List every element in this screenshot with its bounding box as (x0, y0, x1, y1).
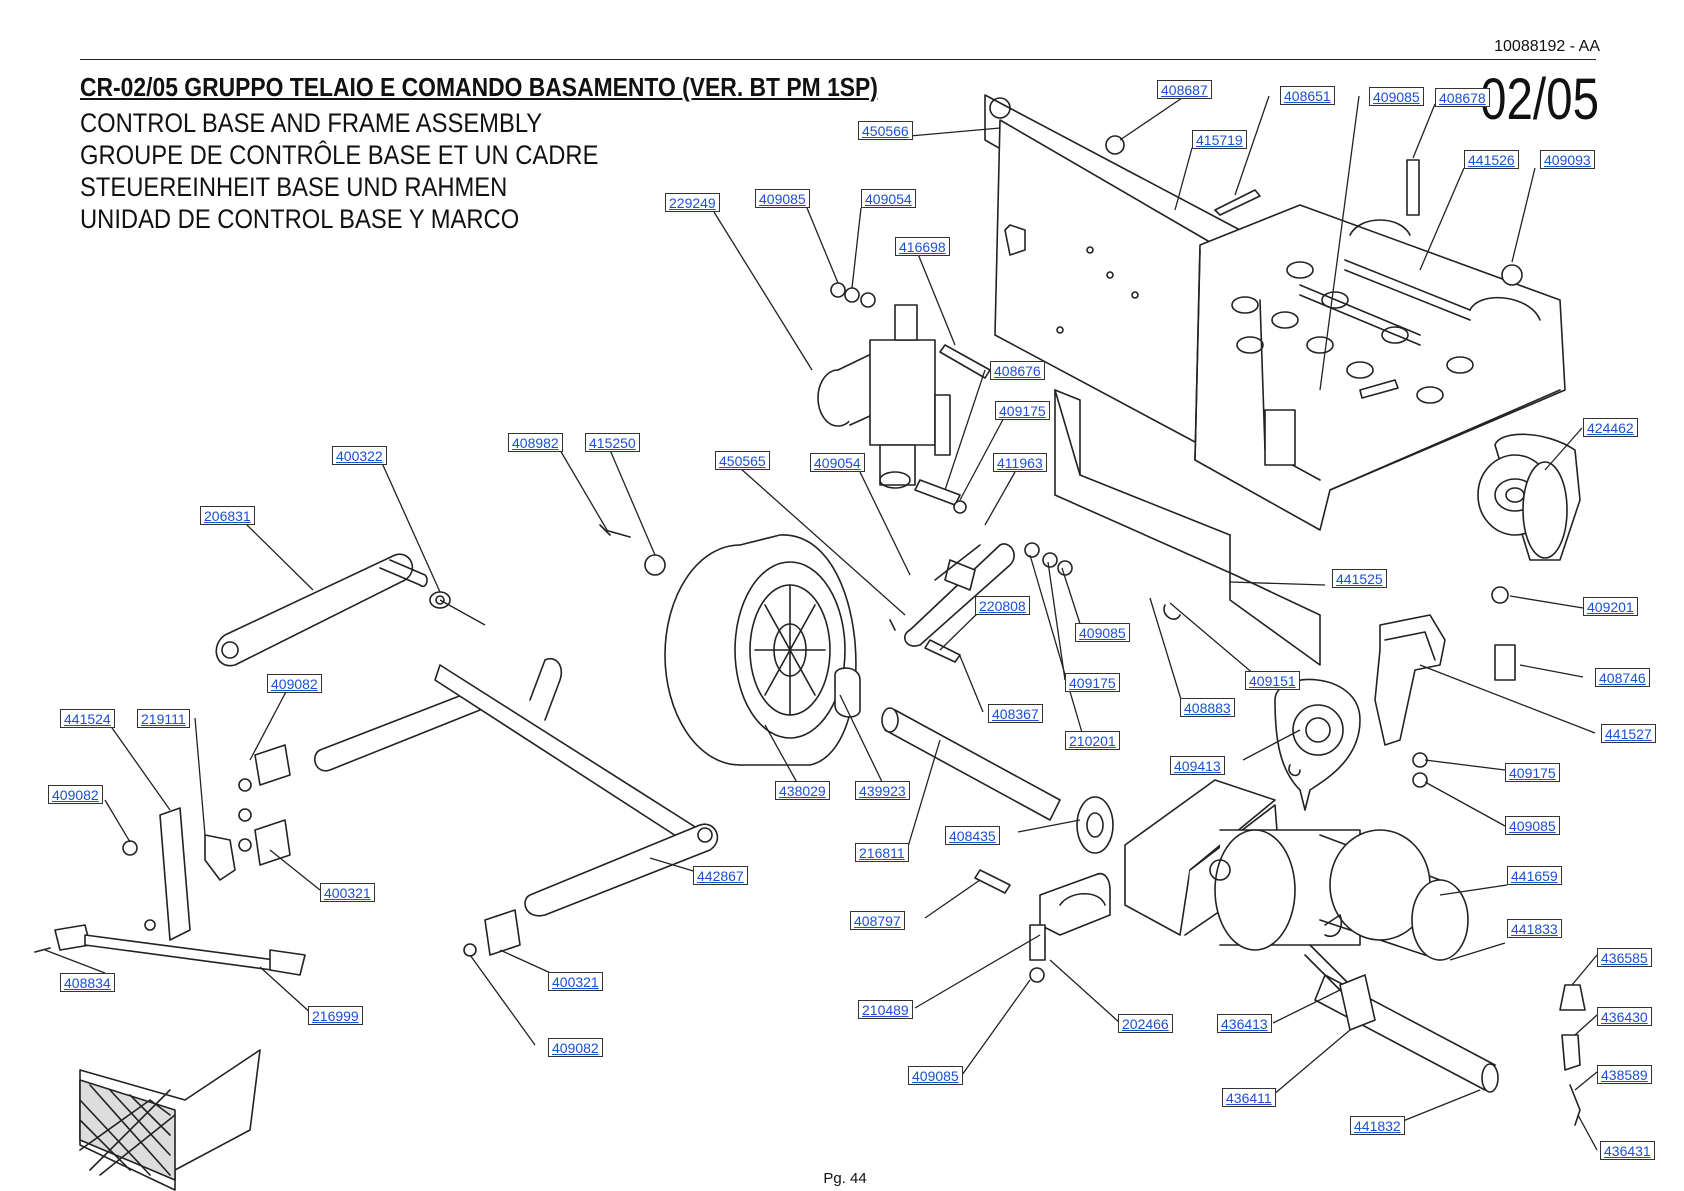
part-callout[interactable]: 409082 (267, 674, 322, 693)
part-callout[interactable]: 409085 (755, 189, 810, 208)
part-callout[interactable]: 450566 (858, 121, 913, 140)
part-callout[interactable]: 408678 (1435, 88, 1490, 107)
part-callout[interactable]: 220808 (975, 596, 1030, 615)
part-callout[interactable]: 409151 (1245, 671, 1300, 690)
part-callout[interactable]: 409054 (810, 453, 865, 472)
caster-wheel (1477, 433, 1581, 561)
page-number: Pg. 44 (823, 1170, 867, 1187)
part-callout[interactable]: 409082 (548, 1038, 603, 1057)
part-callout[interactable]: 436430 (1597, 1007, 1652, 1026)
encoder-detail (1274, 678, 1361, 811)
cover-sheet (1054, 389, 1321, 666)
control-arms (215, 543, 1015, 917)
part-callout[interactable]: 438589 (1597, 1065, 1652, 1084)
part-callout[interactable]: 441526 (1464, 150, 1519, 169)
part-callout[interactable]: 441833 (1507, 919, 1562, 938)
part-callout[interactable]: 409175 (1065, 673, 1120, 692)
part-callout[interactable]: 436411 (1222, 1088, 1276, 1107)
page-title: CR-02/05 GRUPPO TELAIO E COMANDO BASAMEN… (80, 72, 878, 102)
frame-plate (984, 94, 1243, 451)
part-callout[interactable]: 409085 (908, 1066, 963, 1085)
part-callout[interactable]: 408746 (1595, 668, 1650, 687)
shaft-assembly (834, 667, 1114, 854)
part-callout[interactable]: 409054 (861, 189, 916, 208)
part-callout[interactable]: 219111 (137, 709, 190, 728)
part-callout[interactable]: 202466 (1118, 1014, 1173, 1033)
part-callout[interactable]: 436585 (1597, 948, 1652, 967)
orientation-arrow-icon (79, 1049, 261, 1191)
part-callout[interactable]: 441832 (1350, 1116, 1405, 1135)
part-callout[interactable]: 216999 (308, 1006, 363, 1025)
header-rule (80, 59, 1596, 60)
part-callout[interactable]: 409413 (1170, 756, 1225, 775)
part-callout[interactable]: 400321 (548, 972, 603, 991)
subtitle-french: GROUPE DE CONTRÔLE BASE ET UN CADRE (80, 140, 599, 170)
part-callout[interactable]: 409085 (1075, 623, 1130, 642)
leader-lines (44, 95, 1598, 1151)
part-callout[interactable]: 441524 (60, 709, 115, 728)
part-callout[interactable]: 415719 (1192, 130, 1247, 149)
part-callout[interactable]: 409082 (48, 785, 103, 804)
part-callout[interactable]: 400322 (332, 446, 387, 465)
subtitle-german: STEUEREINHEIT BASE UND RAHMEN (80, 172, 508, 202)
switch-plate (144, 807, 236, 941)
part-callout[interactable]: 411963 (993, 453, 1047, 472)
part-callout[interactable]: 409201 (1583, 597, 1638, 616)
part-callout[interactable]: 210201 (1065, 731, 1120, 750)
part-callout[interactable]: 424462 (1583, 418, 1638, 437)
part-callout[interactable]: 409085 (1369, 87, 1424, 106)
part-callout[interactable]: 436431 (1600, 1141, 1655, 1160)
document-code: 10088192 - AA (1494, 38, 1600, 55)
part-callout[interactable]: 415250 (585, 433, 640, 452)
part-callout[interactable]: 409085 (1505, 816, 1560, 835)
part-callout[interactable]: 442867 (693, 866, 748, 885)
part-callout[interactable]: 216811 (855, 843, 909, 862)
clamp-blocks (122, 744, 521, 957)
part-callout[interactable]: 409175 (995, 401, 1050, 420)
part-callout[interactable]: 229249 (665, 193, 720, 212)
part-callout[interactable]: 416698 (895, 237, 950, 256)
output-shaft (1304, 914, 1499, 1093)
part-callout[interactable]: 210489 (858, 1000, 913, 1019)
part-callout[interactable]: 409093 (1540, 150, 1595, 169)
part-callout[interactable]: 206831 (200, 506, 255, 525)
part-callout[interactable]: 408834 (60, 973, 115, 992)
part-callout[interactable]: 438029 (775, 781, 830, 800)
part-callout[interactable]: 408883 (1180, 698, 1235, 717)
part-callout[interactable]: 409175 (1505, 763, 1560, 782)
linear-actuator (817, 304, 951, 489)
part-callout[interactable]: 441659 (1507, 866, 1562, 885)
part-callout[interactable]: 400321 (320, 883, 375, 902)
subtitle-spanish: UNIDAD DE CONTROL BASE Y MARCO (80, 204, 520, 234)
support-bracket (1374, 614, 1446, 746)
subtitle-english: CONTROL BASE AND FRAME ASSEMBLY (80, 108, 543, 138)
part-callout[interactable]: 408687 (1157, 80, 1212, 99)
part-callout[interactable]: 408982 (508, 433, 563, 452)
part-callout[interactable]: 408651 (1280, 86, 1335, 105)
sensor-rod (34, 924, 306, 976)
part-callout[interactable]: 408367 (988, 704, 1043, 723)
bearing-block (974, 869, 1111, 983)
fasteners (435, 135, 1523, 788)
section-number: 02/05 (1480, 67, 1600, 132)
part-callout[interactable]: 450565 (715, 451, 770, 470)
part-callout[interactable]: 441525 (1332, 569, 1387, 588)
part-callout[interactable]: 408797 (850, 911, 905, 930)
part-callout[interactable]: 436413 (1217, 1014, 1272, 1033)
part-callout[interactable]: 441527 (1601, 724, 1656, 743)
lubrication-parts (1559, 984, 1586, 1126)
part-callout[interactable]: 408676 (990, 361, 1045, 380)
part-callout[interactable]: 439923 (855, 781, 910, 800)
base-frame (1194, 204, 1566, 531)
drive-wheel (664, 534, 857, 766)
gear-motor (1124, 779, 1469, 961)
part-callout[interactable]: 408435 (945, 826, 1000, 845)
